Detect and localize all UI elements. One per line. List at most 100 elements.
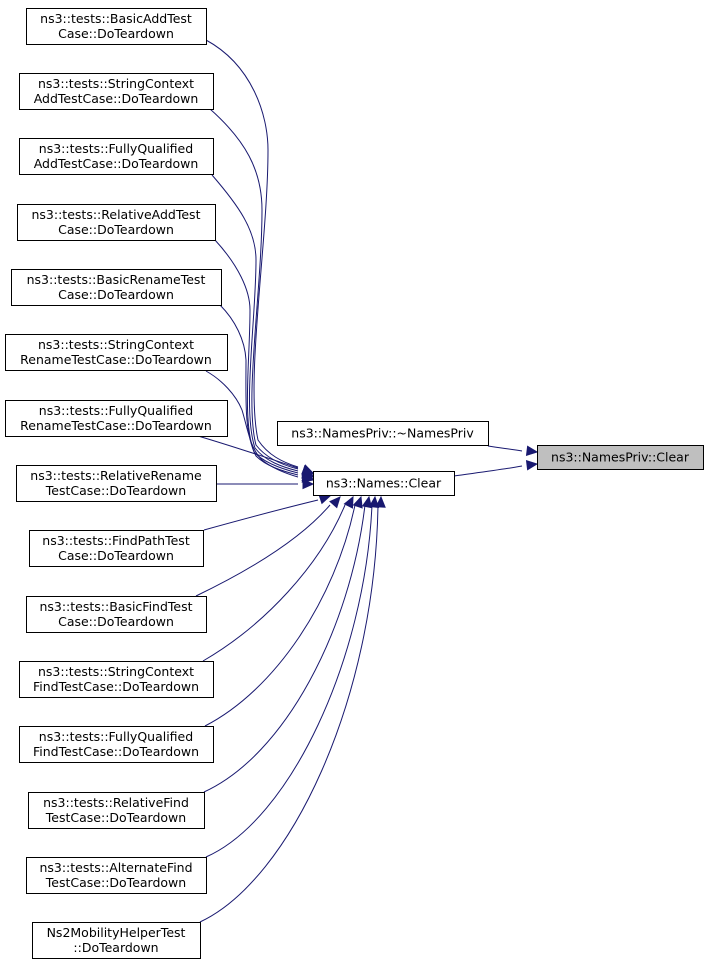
node-relative-find[interactable]: ns3::tests::RelativeFindTestCase::DoTear… (28, 792, 205, 829)
node-box (26, 596, 207, 633)
node-box (19, 661, 214, 698)
node-basic-rename[interactable]: ns3::tests::BasicRenameTestCase::DoTeard… (11, 269, 222, 306)
node-fully-qualified-add[interactable]: ns3::tests::FullyQualifiedAddTestCase::D… (19, 138, 214, 175)
node-box (26, 8, 207, 45)
edge-basic-rename-to-names-clear (219, 304, 315, 482)
node-label-line: ns3::tests::StringContext (38, 337, 194, 352)
edge-arrowhead (329, 496, 341, 509)
edge-arrowhead (301, 464, 315, 475)
node-label-line: AddTestCase::DoTeardown (34, 156, 199, 171)
node-box (32, 922, 201, 959)
edge-arrowhead (302, 478, 315, 490)
edge-arrowhead (525, 460, 539, 471)
edge-names-clear-to-names-priv-clear (453, 460, 539, 477)
edge-string-context-find-to-names-clear (202, 495, 354, 662)
edge-names-priv-dtor-to-names-priv-clear (487, 445, 539, 456)
node-names-priv-clear[interactable]: ns3::NamesPriv::Clear (537, 445, 704, 470)
node-label-line: ns3::Names::Clear (326, 476, 442, 491)
edge-line (453, 465, 523, 477)
node-label-line: ns3::tests::StringContext (38, 76, 194, 91)
node-label-line: ns3::tests::AlternateFind (39, 860, 192, 875)
node-label-line: Case::DoTeardown (58, 222, 174, 237)
node-label-line: TestCase::DoTeardown (45, 483, 186, 498)
node-box (28, 792, 205, 829)
node-string-context-find[interactable]: ns3::tests::StringContextFindTestCase::D… (19, 661, 214, 698)
edge-arrowhead (525, 445, 539, 456)
node-label-line: ns3::tests::FullyQualified (39, 729, 193, 744)
edge-fully-qualified-rename-to-names-clear (197, 435, 315, 475)
edge-relative-rename-to-names-clear (215, 478, 315, 490)
node-label-line: FindTestCase::DoTeardown (33, 744, 199, 759)
node-label-line: FindTestCase::DoTeardown (33, 679, 199, 694)
edge-line (203, 499, 319, 531)
node-label-line: ns3::tests::RelativeFind (43, 795, 189, 810)
node-ns2-mobility[interactable]: Ns2MobilityHelperTest::DoTeardown (32, 922, 201, 959)
node-label-line: ns3::tests::BasicFindTest (39, 599, 192, 614)
node-string-context-rename[interactable]: ns3::tests::StringContextRenameTestCase:… (5, 334, 228, 371)
node-box (19, 138, 214, 175)
edge-arrowhead (368, 495, 380, 508)
node-box (19, 726, 214, 763)
edge-line (205, 370, 299, 478)
node-box (537, 445, 704, 470)
node-label-line: ns3::NamesPriv::Clear (551, 450, 690, 465)
node-names-priv-dtor[interactable]: ns3::NamesPriv::~NamesPriv (277, 421, 489, 446)
node-label-line: Case::DoTeardown (58, 548, 174, 563)
node-relative-add[interactable]: ns3::tests::RelativeAddTestCase::DoTeard… (17, 204, 216, 241)
edge-ns2-mobility-to-names-clear (199, 495, 386, 923)
node-box (5, 400, 228, 437)
node-relative-rename[interactable]: ns3::tests::RelativeRenameTestCase::DoTe… (16, 465, 217, 502)
node-label-line: ns3::tests::BasicRenameTest (27, 272, 206, 287)
node-alternate-find[interactable]: ns3::tests::AlternateFindTestCase::DoTea… (26, 857, 207, 894)
edge-alternate-find-to-names-clear (205, 495, 380, 858)
edge-arrowhead (352, 495, 363, 509)
edge-line (204, 504, 356, 727)
edge-arrowhead (361, 495, 373, 509)
edge-fully-qualified-find-to-names-clear (204, 495, 363, 727)
nodes-layer: ns3::tests::BasicAddTestCase::DoTeardown… (5, 8, 704, 959)
node-label-line: Ns2MobilityHelperTest (47, 925, 186, 940)
edge-line (211, 174, 299, 472)
node-names-clear[interactable]: ns3::Names::Clear (313, 471, 455, 496)
node-box (26, 857, 207, 894)
edges-layer (195, 39, 539, 923)
node-label-line: RenameTestCase::DoTeardown (20, 352, 212, 367)
edge-arrowhead (343, 495, 354, 509)
node-label-line: TestCase::DoTeardown (45, 810, 186, 825)
node-label-line: ns3::tests::RelativeAddTest (32, 207, 201, 222)
node-string-context-add[interactable]: ns3::tests::StringContextAddTestCase::Do… (19, 73, 214, 110)
node-label-line: ns3::tests::BasicAddTest (40, 11, 192, 26)
edge-line (219, 304, 299, 476)
node-box (5, 334, 228, 371)
edge-line (202, 504, 346, 662)
node-basic-find[interactable]: ns3::tests::BasicFindTestCase::DoTeardow… (26, 596, 207, 633)
edge-line (487, 445, 523, 452)
node-label-line: Case::DoTeardown (58, 287, 174, 302)
edge-line (199, 504, 379, 923)
node-label-line: Case::DoTeardown (58, 614, 174, 629)
node-label-line: TestCase::DoTeardown (45, 875, 186, 890)
node-box (19, 73, 214, 110)
node-box (11, 269, 222, 306)
edge-line (205, 504, 373, 858)
node-box (17, 204, 216, 241)
edge-line (195, 504, 331, 597)
node-label-line: RenameTestCase::DoTeardown (20, 418, 212, 433)
node-box (16, 465, 217, 502)
edge-relative-find-to-names-clear (203, 495, 373, 793)
node-label-line: ns3::tests::RelativeRename (30, 468, 202, 483)
node-label-line: ns3::NamesPriv::~NamesPriv (291, 426, 474, 441)
node-label-line: ns3::tests::FindPathTest (42, 533, 190, 548)
node-fully-qualified-find[interactable]: ns3::tests::FullyQualifiedFindTestCase::… (19, 726, 214, 763)
node-label-line: ::DoTeardown (73, 940, 158, 955)
node-fully-qualified-rename[interactable]: ns3::tests::FullyQualifiedRenameTestCase… (5, 400, 228, 437)
edge-basic-find-to-names-clear (195, 496, 341, 597)
edge-arrowhead (318, 494, 332, 505)
edge-line (203, 504, 366, 793)
edge-line (205, 39, 299, 468)
node-label-line: Case::DoTeardown (58, 26, 174, 41)
edge-line (214, 239, 299, 474)
node-box (277, 421, 489, 446)
